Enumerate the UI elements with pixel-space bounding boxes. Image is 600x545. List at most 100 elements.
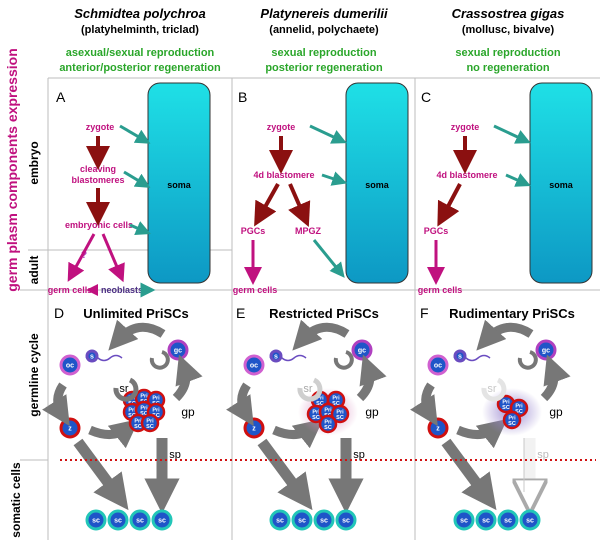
prisc-label: Pri (324, 420, 332, 426)
somatic-cell: sc (85, 509, 107, 531)
sr-arrow (113, 377, 139, 402)
gp-label: gp (365, 405, 379, 419)
zygote-cell: z (427, 417, 449, 439)
gp-label: gp (549, 405, 563, 419)
species-name: Schmidtea polychroa (74, 6, 205, 21)
panel-a: soma zygote cleaving blastomeres embryon… (48, 82, 211, 298)
arrow-4d-to-pgcs (437, 183, 462, 227)
arrow-4d-to-soma (505, 173, 531, 187)
germ-cells-label: germ cells (48, 285, 93, 295)
somatic-cell-label: sc (136, 518, 144, 525)
arrow-gamete-to-zygote (42, 382, 70, 427)
gc-cell-label: gc (174, 348, 182, 355)
zygote-to-soma-arrow (257, 438, 313, 511)
sp-label: sp (353, 449, 365, 461)
oc-cell: oc (427, 354, 449, 376)
soma-label: soma (167, 180, 192, 190)
cycle-title-f: Rudimentary PriSCs (449, 306, 575, 321)
somatic-label: somatic cells (9, 462, 23, 538)
prisc-label: SC (515, 409, 523, 415)
gc-cycle-arrow (149, 350, 170, 370)
panel-letter-f: F (420, 305, 429, 321)
s-cell-label: s (274, 354, 278, 361)
gc-cycle-arrow (517, 350, 538, 370)
prisc-label: Pri (152, 396, 160, 402)
zygote-cell-label: z (68, 426, 72, 433)
sr-label: sr (119, 383, 129, 395)
oc-cell-label: oc (250, 363, 258, 370)
arrow-zygote-to-soma (309, 124, 347, 144)
cycle-title-e: Restricted PriSCs (269, 306, 379, 321)
somatic-cell-label: sc (92, 518, 100, 525)
zygote-label: zygote (267, 122, 296, 132)
zygote-label: zygote (86, 122, 115, 132)
somatic-cell: sc (475, 509, 497, 531)
sr-arrow (481, 377, 507, 402)
panel-letter-d: D (54, 305, 64, 321)
prisc-label: Pri (515, 404, 523, 410)
pgcs-label: PGCs (241, 226, 266, 236)
panel-letter-a: A (56, 89, 66, 105)
arrow-embryonic-to-neoblasts (101, 233, 125, 283)
adult-label: adult (27, 256, 41, 285)
prisc-label: Pri (140, 394, 148, 400)
expression-label: germ plasm components expression (4, 48, 20, 292)
reproduction-mode: asexual/sexual reproduction (66, 47, 215, 59)
panel-letter-b: B (238, 89, 247, 105)
column-header-2: Platynereis dumerilii (annelid, polychae… (260, 6, 388, 74)
oc-cell: oc (243, 354, 265, 376)
pgcs-label: PGCs (424, 226, 449, 236)
arrow-embryonic-to-soma (129, 221, 151, 235)
arrow-zygote-to-prisc (456, 419, 508, 449)
prisc-label: SC (134, 424, 142, 430)
arrow-zygote-to-prisc (88, 419, 140, 449)
column-header-1: Schmidtea polychroa (platyhelminth, tric… (59, 6, 221, 74)
prisc-label: SC (332, 401, 340, 407)
zygote-cell-label: z (436, 426, 440, 433)
somatic-cell: sc (453, 509, 475, 531)
somatic-cell: sc (129, 509, 151, 531)
gp-label: gp (181, 405, 195, 419)
panel-c: soma zygote 4d blastomere PGCs germ cell… (418, 82, 593, 295)
prisc-label: Pri (128, 408, 136, 414)
taxon-name: (platyhelminth, triclad) (81, 24, 199, 36)
arrow-mpgz-to-soma (312, 239, 345, 278)
prisc-label: Pri (332, 396, 340, 402)
prisc-label: Pri (146, 419, 154, 425)
regeneration-mode: anterior/posterior regeneration (59, 62, 221, 74)
somatic-cell-label: sc (504, 518, 512, 525)
reproduction-mode: sexual reproduction (271, 47, 376, 59)
arrow-embryonic-to-germ (67, 233, 96, 282)
germline-cycles: gcocszgpPriSCPriSCPriSCPriSCPriSCPriSCPr… (42, 319, 571, 531)
somatic-cell: sc (497, 509, 519, 531)
arrow-gc-to-gametes (476, 319, 534, 351)
regeneration-mode: posterior regeneration (265, 62, 383, 74)
arrow-zygote-to-soma (493, 124, 531, 144)
question-mark: ? (81, 250, 87, 261)
cycle-title-d: Unlimited PriSCs (83, 306, 188, 321)
4d-blastomere-label: 4d blastomere (436, 170, 497, 180)
arrow-gp (172, 354, 203, 402)
embryo-label: embryo (27, 141, 41, 184)
prisc-label: Pri (316, 396, 324, 402)
neoblasts-label: neoblasts (101, 285, 143, 295)
panel-b: soma zygote 4d blastomere PGCs MPGZ germ… (233, 82, 409, 295)
germline-cycle-D: gcocszgpPriSCPriSCPriSCPriSCPriSCPriSCPr… (42, 319, 203, 531)
reproduction-mode: sexual reproduction (455, 47, 560, 59)
oc-cell-label: oc (434, 363, 442, 370)
arrow-gc-to-gametes (108, 319, 166, 351)
sr-label: sr (303, 383, 313, 395)
prisc-label: SC (502, 405, 510, 411)
mpgz-label: MPGZ (295, 226, 322, 236)
arrow-gp (540, 354, 571, 402)
prisc-cell: PriSC (502, 410, 522, 430)
arrow-zygote-to-soma (119, 124, 151, 144)
arrow-gc-to-gametes (292, 319, 350, 351)
somatic-cell: sc (519, 509, 541, 531)
somatic-cell-label: sc (158, 518, 166, 525)
sr-label: sr (487, 383, 497, 395)
sp-label: sp (169, 449, 181, 461)
oc-cell-label: oc (66, 363, 74, 370)
